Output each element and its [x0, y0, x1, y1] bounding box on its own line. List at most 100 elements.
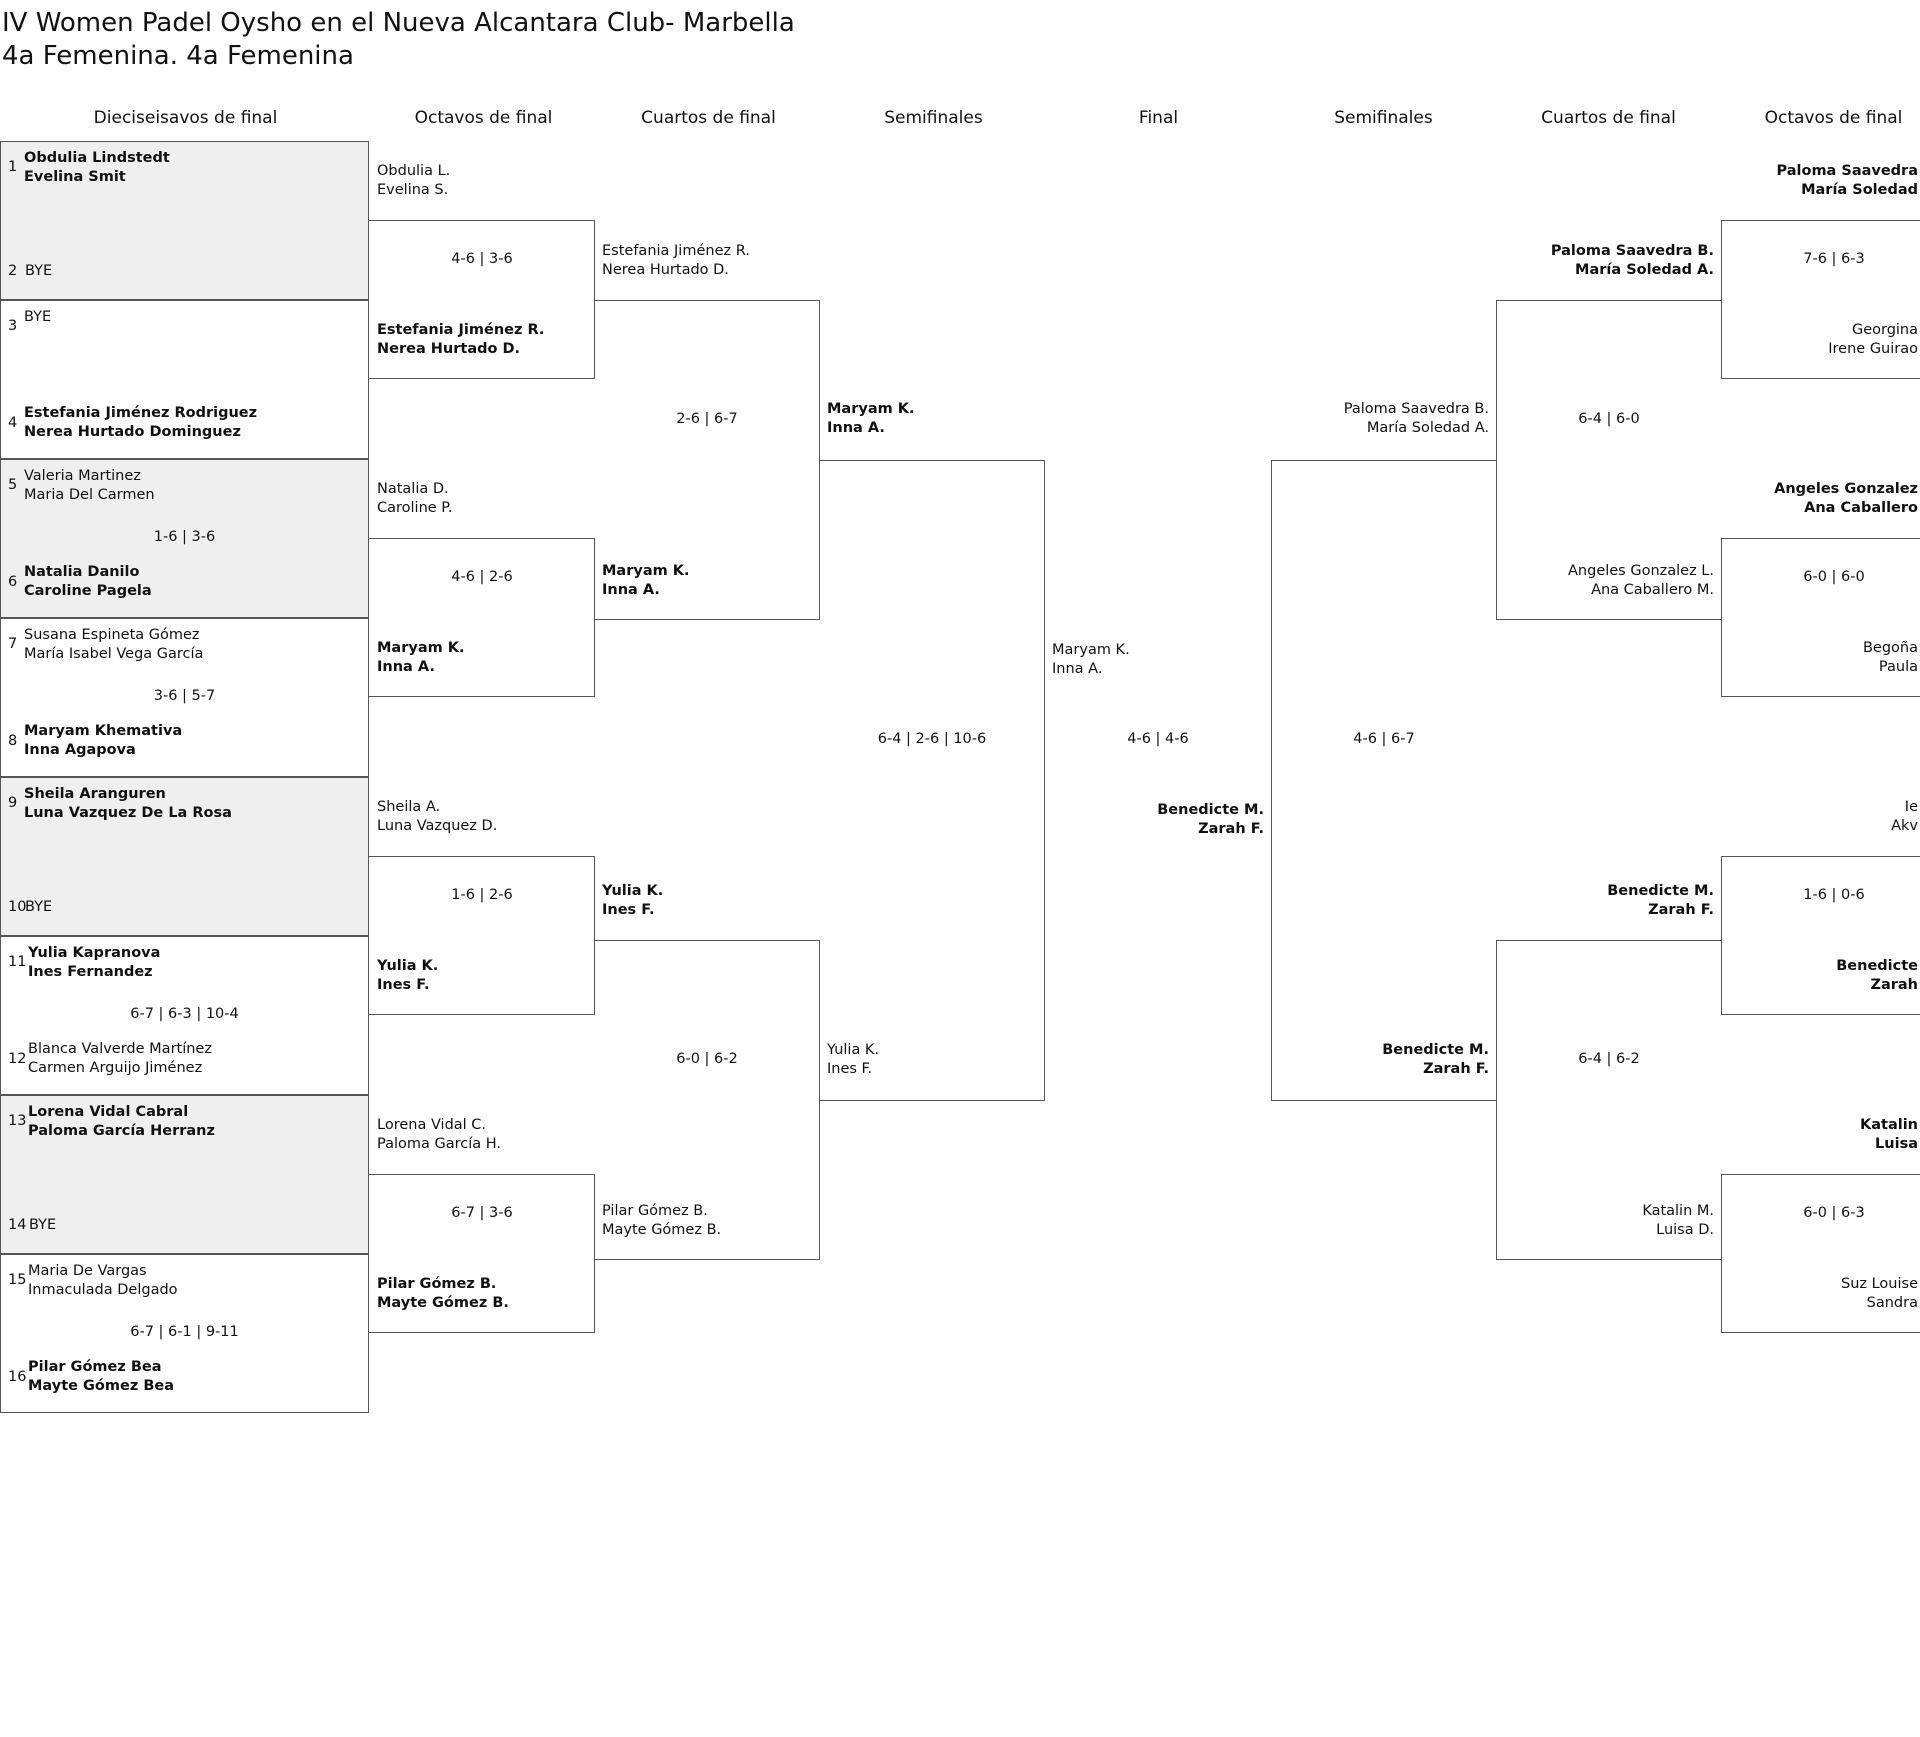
- team-name: Sandra: [1866, 1295, 1918, 1311]
- seed-number: 13: [8, 1113, 27, 1129]
- player-name: Inmaculada Delgado: [28, 1282, 178, 1298]
- match-score: 4-6 | 2-6: [451, 569, 513, 585]
- team-name: Benedicte M.: [1607, 883, 1714, 899]
- team-name: Begoña: [1862, 640, 1918, 656]
- team-name: Paloma García H.: [377, 1136, 502, 1152]
- match-score: 1-6 | 3-6: [153, 529, 216, 545]
- player-name: Blanca Valverde Martínez: [28, 1041, 212, 1057]
- match-score: 6-4 | 2-6 | 10-6: [877, 731, 987, 747]
- team-name: Ines F.: [602, 902, 655, 918]
- bracket-connector: [1721, 220, 1920, 379]
- seed-number: 5: [8, 477, 18, 493]
- bracket-connector: [369, 220, 595, 379]
- match-score: 6-0 | 6-3: [1803, 1205, 1865, 1221]
- first-round-match: [0, 1254, 369, 1413]
- match-score: 6-0 | 6-0: [1803, 569, 1865, 585]
- team-name: Ines F.: [377, 977, 430, 993]
- tournament-title: IV Women Padel Oysho en el Nueva Alcanta…: [2, 8, 795, 38]
- team-name: Evelina S.: [377, 182, 449, 198]
- team-name: Luisa: [1875, 1136, 1918, 1152]
- team-name: Nerea Hurtado D.: [602, 262, 729, 278]
- seed-number: 12: [8, 1051, 27, 1067]
- team-name: Luna Vazquez D.: [377, 818, 498, 834]
- match-score: 6-4 | 6-0: [1578, 411, 1640, 427]
- team-name: Angeles Gonzalez L.: [1568, 563, 1714, 579]
- first-round-match: [0, 141, 369, 300]
- bracket-connector: [1496, 940, 1722, 1260]
- team-name: Suz Louise: [1840, 1276, 1918, 1292]
- team-name: Ines F.: [827, 1061, 873, 1077]
- team-name: Yulia K.: [827, 1042, 880, 1058]
- team-name: Benedicte: [1836, 958, 1918, 974]
- player-name: Natalia Danilo: [24, 564, 140, 580]
- player-name: BYE: [24, 309, 52, 325]
- first-round-match: [0, 300, 369, 459]
- team-name: Inna A.: [602, 582, 660, 598]
- player-name: Valeria Martinez: [24, 468, 141, 484]
- seed-number: 14: [8, 1217, 27, 1233]
- team-name: Maryam K.: [1052, 642, 1130, 658]
- seed-number: 1: [8, 159, 18, 175]
- bracket-connector: [369, 856, 595, 1015]
- team-name: Obdulia L.: [377, 163, 451, 179]
- player-name: Luna Vazquez De La Rosa: [24, 805, 232, 821]
- first-round-match: [0, 777, 369, 936]
- player-name: BYE: [29, 1217, 57, 1233]
- bracket-connector: [369, 1174, 595, 1333]
- match-score: 6-7 | 6-1 | 9-11: [130, 1324, 239, 1340]
- team-name: Pilar Gómez B.: [377, 1276, 497, 1292]
- team-name: Maryam K.: [827, 401, 915, 417]
- team-name: Katalin: [1860, 1117, 1918, 1133]
- seed-number: 4: [8, 415, 18, 431]
- seed-number: 8: [8, 733, 18, 749]
- player-name: María Isabel Vega García: [24, 646, 204, 662]
- player-name: Sheila Aranguren: [24, 786, 166, 802]
- round-header: Dieciseisavos de final: [93, 108, 278, 128]
- seed-number: 6: [8, 574, 18, 590]
- seed-number: 16: [8, 1369, 27, 1385]
- player-name: Maria Del Carmen: [24, 487, 155, 503]
- team-name: Paloma Saavedra B.: [1550, 243, 1714, 259]
- team-name: Akv: [1891, 818, 1918, 834]
- team-name: Benedicte M.: [1382, 1042, 1489, 1058]
- team-name: Sheila A.: [377, 799, 441, 815]
- bracket-connector: [1721, 538, 1920, 697]
- player-name: Susana Espineta Gómez: [24, 627, 200, 643]
- bracket-connector: [369, 538, 595, 697]
- seed-number: 7: [8, 636, 18, 652]
- team-name: Zarah F.: [1423, 1061, 1489, 1077]
- match-score: 1-6 | 0-6: [1803, 887, 1865, 903]
- team-name: Lorena Vidal C.: [377, 1117, 487, 1133]
- team-name: María Soledad A.: [1366, 420, 1489, 436]
- team-name: Katalin M.: [1642, 1203, 1714, 1219]
- player-name: Inna Agapova: [24, 742, 136, 758]
- match-score: 3-6 | 5-7: [153, 688, 216, 704]
- player-name: Lorena Vidal Cabral: [28, 1104, 189, 1120]
- team-name: Mayte Gómez B.: [602, 1222, 722, 1238]
- match-score: 4-6 | 6-7: [1353, 731, 1415, 747]
- category-subtitle: 4a Femenina. 4a Femenina: [2, 41, 354, 71]
- team-name: Yulia K.: [377, 958, 439, 974]
- player-name: Ines Fernandez: [28, 964, 153, 980]
- player-name: BYE: [25, 263, 53, 279]
- round-header: Final: [1138, 108, 1179, 128]
- player-name: Nerea Hurtado Dominguez: [24, 424, 241, 440]
- team-name: Maryam K.: [377, 640, 465, 656]
- player-name: Estefania Jiménez Rodriguez: [24, 405, 258, 421]
- team-name: Estefania Jiménez R.: [602, 243, 750, 259]
- player-name: Maryam Khemativa: [24, 723, 183, 739]
- round-header: Cuartos de final: [1541, 108, 1676, 128]
- bracket-connector: [1721, 1174, 1920, 1333]
- bracket-connector: [1271, 460, 1497, 1101]
- bracket-connector: [819, 460, 1045, 1101]
- team-name: Ie: [1904, 799, 1918, 815]
- team-name: Paula: [1878, 659, 1918, 675]
- round-header: Semifinales: [884, 108, 983, 128]
- match-score: 4-6 | 3-6: [451, 251, 513, 267]
- team-name: Georgina: [1851, 322, 1918, 338]
- player-name: BYE: [25, 899, 53, 915]
- player-name: Yulia Kapranova: [28, 945, 161, 961]
- bracket-connector: [1496, 300, 1722, 620]
- team-name: Paloma Saavedra B.: [1343, 401, 1489, 417]
- first-round-match: [0, 459, 369, 618]
